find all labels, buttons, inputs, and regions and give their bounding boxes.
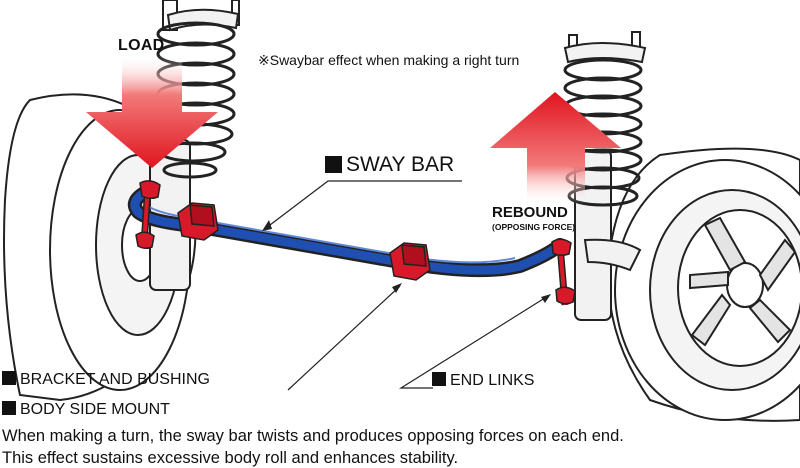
body-side-mount-text: BODY SIDE MOUNT <box>20 401 170 418</box>
bullet-square <box>2 371 16 385</box>
leader-lines <box>265 180 549 391</box>
left-end-link <box>135 180 161 250</box>
sway-bar-label-text: SWAY BAR <box>346 153 455 176</box>
rebound-label: REBOUND <box>492 204 568 221</box>
bracket-and-bushing-text: BRACKET AND BUSHING <box>20 371 210 388</box>
caption-line-2: This effect sustains excessive body roll… <box>2 449 459 467</box>
leader-arrowheads <box>262 220 551 303</box>
right-wheel <box>607 147 800 422</box>
rebound-arrow <box>490 92 621 205</box>
bullet-square <box>2 401 16 415</box>
load-arrow <box>86 55 218 168</box>
end-links-label: END LINKS <box>432 372 534 389</box>
left-bracket <box>177 202 219 241</box>
body-side-mount-label: BODY SIDE MOUNT <box>2 401 170 418</box>
bullet-square <box>432 372 446 386</box>
sway-bar-label: SWAY BAR <box>325 154 454 175</box>
right-end-link <box>551 238 576 306</box>
load-label: LOAD <box>118 37 165 54</box>
left-wheel <box>3 93 197 402</box>
bullet-square <box>325 156 342 173</box>
caption-line-1: When making a turn, the sway bar twists … <box>2 427 624 445</box>
turn-note: ※Swaybar effect when making a right turn <box>258 52 520 68</box>
center-bracket <box>389 242 431 281</box>
opposing-force-label: (OPPOSING FORCE) <box>492 222 576 232</box>
bracket-and-bushing-label: BRACKET AND BUSHING <box>2 371 210 388</box>
end-links-text: END LINKS <box>450 372 535 389</box>
